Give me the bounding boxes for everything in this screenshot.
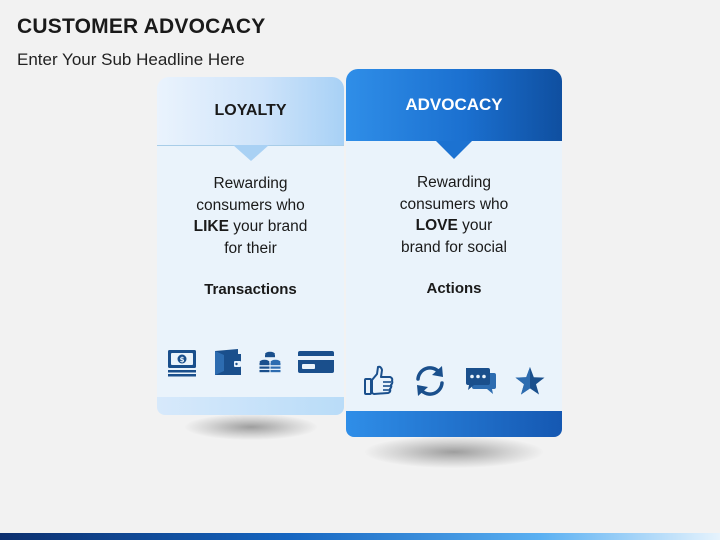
advocacy-card-footer [346, 411, 562, 437]
loyalty-icons: $ [157, 346, 344, 378]
star-icon [514, 365, 546, 397]
cash-icon: $ [166, 346, 198, 378]
bottom-accent-bar [0, 533, 720, 540]
coins-icon [257, 349, 283, 375]
advocacy-card-header: ADVOCACY [346, 69, 562, 141]
refresh-icon [412, 363, 448, 399]
advocacy-desc-line-3: LOVE your [346, 215, 562, 237]
advocacy-card-shadow [365, 436, 543, 468]
loyalty-desc-line-4: for their [224, 239, 277, 257]
loyalty-key-term: Transactions [204, 281, 297, 298]
loyalty-card: LOYALTY Rewarding consumers who LIKE you… [157, 77, 344, 415]
loyalty-card-shadow [185, 414, 317, 440]
loyalty-card-body: Rewarding consumers who LIKE your brand … [157, 145, 344, 398]
advocacy-description: Rewarding consumers who LOVE your brand … [346, 172, 562, 258]
page-subtitle: Enter Your Sub Headline Here [17, 50, 245, 69]
loyalty-keyword: LIKE [193, 218, 229, 235]
page-title: CUSTOMER ADVOCACY [17, 15, 266, 38]
advocacy-desc-line-3-rest: your [457, 217, 493, 234]
svg-text:$: $ [179, 356, 184, 364]
advocacy-keyword: LOVE [415, 217, 458, 234]
loyalty-desc-line-1: Rewarding [213, 175, 288, 192]
advocacy-desc-line-1: Rewarding [416, 174, 492, 191]
loyalty-description: Rewarding consumers who LIKE your brand … [157, 173, 344, 259]
chat-icon [464, 365, 498, 397]
loyalty-card-header: LOYALTY [157, 77, 344, 145]
thumbs-up-icon [362, 364, 396, 398]
advocacy-card-body: Rewarding consumers who LOVE your brand … [346, 141, 562, 411]
advocacy-card: ADVOCACY Rewarding consumers who LOVE yo… [346, 69, 562, 437]
advocacy-header-pointer [436, 141, 472, 159]
loyalty-desc-line-3: LIKE your brand [157, 216, 344, 238]
credit-card-icon [297, 348, 335, 376]
advocacy-desc-line-2: consumers who [399, 195, 509, 213]
advocacy-key-term: Actions [426, 280, 482, 297]
loyalty-header-pointer [233, 145, 269, 161]
advocacy-desc-line-4: brand for social [401, 238, 507, 256]
advocacy-icons [346, 363, 562, 399]
loyalty-desc-line-2: consumers who [196, 196, 305, 214]
loyalty-card-footer [157, 397, 344, 415]
loyalty-desc-line-3-rest: your brand [228, 218, 308, 235]
wallet-icon [212, 346, 244, 378]
